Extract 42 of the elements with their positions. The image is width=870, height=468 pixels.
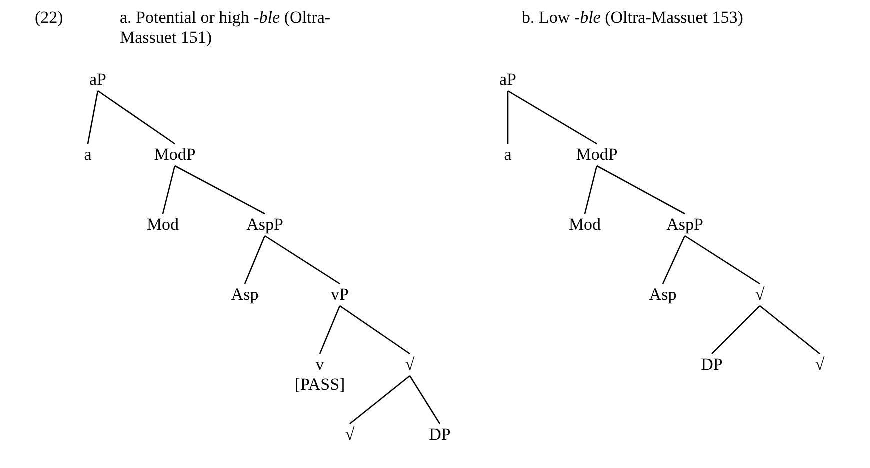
tree-node-label: Asp xyxy=(231,285,259,305)
tree-branch xyxy=(584,166,598,214)
tree-node-label: DP xyxy=(701,355,723,375)
tree-node-label: √ xyxy=(405,355,415,375)
tree-branch xyxy=(712,306,760,354)
tree-caption: a. Potential or high -ble (Oltra-Massuet 151) xyxy=(120,8,332,48)
tree-node-label: AspP xyxy=(666,215,704,235)
tree-branch xyxy=(350,376,410,424)
tree-branch xyxy=(760,306,820,354)
tree-branch xyxy=(264,235,340,285)
tree-node-label: a xyxy=(84,145,92,165)
tree-branch xyxy=(340,305,410,355)
tree-branch xyxy=(507,91,509,144)
tree-node-label: ModP xyxy=(576,145,618,165)
tree-branch xyxy=(662,236,686,284)
tree-branch xyxy=(162,166,176,214)
tree-node-label: v xyxy=(314,355,326,375)
tree-caption: b. Low -ble (Oltra-Massuet 153) xyxy=(522,8,744,28)
tree-branch xyxy=(98,90,176,145)
tree-node-label: Asp xyxy=(649,285,677,305)
tree-branch xyxy=(508,90,598,145)
tree-branch xyxy=(87,90,99,144)
tree-node-label: [PASS] xyxy=(294,375,346,395)
tree-branch xyxy=(174,165,266,215)
example-number: (22) xyxy=(35,8,64,28)
tree-branch xyxy=(319,306,341,354)
tree-branch xyxy=(596,165,686,215)
tree-branch xyxy=(409,376,441,424)
tree-node-label: √ xyxy=(755,285,765,305)
tree-node-label: Mod xyxy=(568,215,602,235)
tree-node-label: aP xyxy=(500,70,516,90)
tree-node-label: vP xyxy=(331,285,349,305)
tree-node-label: √ xyxy=(815,355,825,375)
tree-node-label: DP xyxy=(429,425,451,445)
tree-node-label: a xyxy=(504,145,512,165)
tree-branch xyxy=(684,235,760,285)
tree-node-label: AspP xyxy=(246,215,284,235)
tree-branch xyxy=(244,236,266,284)
tree-node-label: √ xyxy=(345,425,355,445)
tree-node-label: ModP xyxy=(154,145,196,165)
tree-node-label: aP xyxy=(90,70,106,90)
tree-node-label: Mod xyxy=(146,215,180,235)
